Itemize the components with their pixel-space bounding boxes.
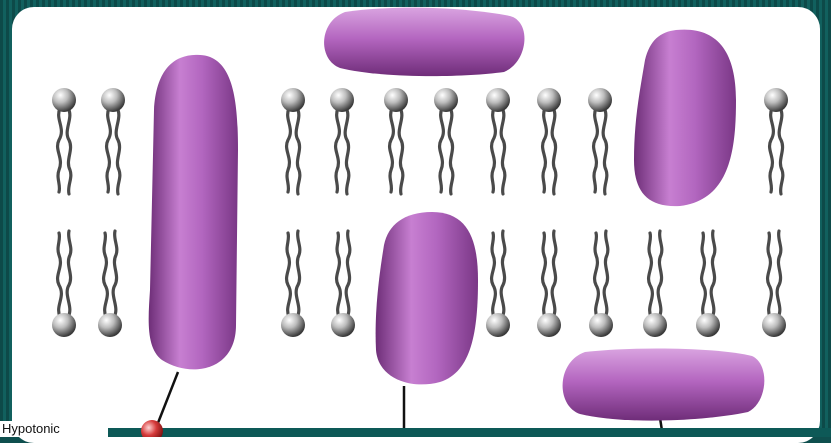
phospholipid	[643, 231, 667, 337]
phospholipid	[330, 88, 354, 194]
peripheral-protein-bottom	[563, 349, 765, 421]
phospholipid	[486, 88, 510, 194]
phospholipid	[588, 88, 612, 194]
transmembrane-protein-tall	[149, 55, 238, 370]
phospholipid	[281, 231, 305, 337]
phospholipid	[52, 231, 76, 337]
phospholipid	[589, 231, 613, 337]
phospholipid	[764, 88, 788, 194]
caption-label: Hypotonic	[0, 421, 100, 437]
bottom-bar	[108, 428, 831, 437]
phospholipid	[696, 231, 720, 337]
phospholipid	[537, 88, 561, 194]
red-marker-icon	[137, 418, 167, 437]
phospholipid	[101, 88, 125, 194]
phospholipid	[98, 231, 122, 337]
phospholipid	[486, 231, 510, 337]
phospholipid	[52, 88, 76, 194]
integral-protein-center	[376, 212, 478, 384]
phospholipid	[281, 88, 305, 194]
phospholipid	[434, 88, 458, 194]
phospholipid	[331, 231, 355, 337]
phospholipid	[384, 88, 408, 194]
peripheral-protein-top	[324, 8, 524, 76]
phospholipid	[537, 231, 561, 337]
integral-protein-upper-right	[634, 30, 736, 207]
phospholipid	[762, 231, 786, 337]
